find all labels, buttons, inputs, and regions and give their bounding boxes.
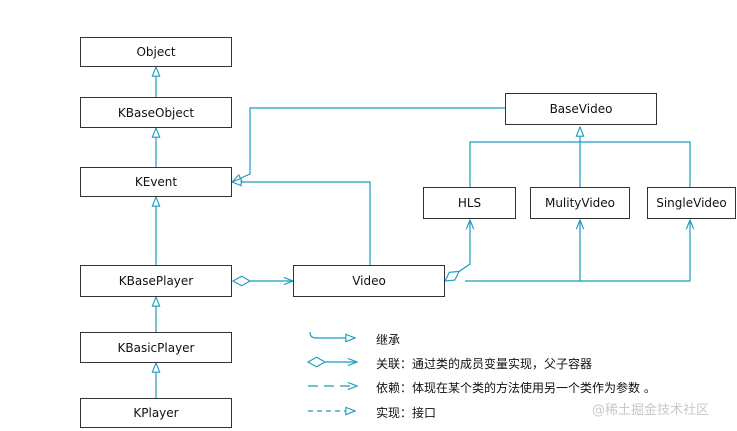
legend-inheritance-line xyxy=(309,331,355,338)
class-mulityvideo: MulityVideo xyxy=(530,187,630,219)
class-video: Video xyxy=(293,265,445,297)
class-hls: HLS xyxy=(423,187,516,219)
edge-video-singlevideo xyxy=(580,220,690,282)
edge-hls-basevideo xyxy=(469,141,580,187)
legend-realization-label: 实现：接口 xyxy=(376,406,437,420)
class-kbaseobject: KBaseObject xyxy=(80,97,232,128)
class-object: Object xyxy=(80,37,232,67)
class-basevideo: BaseVideo xyxy=(505,93,657,125)
class-kevent: KEvent xyxy=(80,167,232,197)
watermark: @稀土掘金技术社区 xyxy=(592,403,710,418)
class-kbasicplayer: KBasicPlayer xyxy=(80,332,232,363)
edge-basevideo-kevent xyxy=(232,107,505,182)
edge-video-mulityvideo xyxy=(465,220,580,282)
legend-association-label: 关联：通过类的成员变量实现，父子容器 xyxy=(376,357,593,371)
class-kbaseplayer: KBasePlayer xyxy=(80,265,232,297)
class-kplayer: KPlayer xyxy=(80,398,232,428)
class-singlevideo: SingleVideo xyxy=(647,187,736,219)
legend-inheritance-label: 继承 xyxy=(376,333,401,347)
legend-dependency-label: 依赖：体现在某个类的方法使用另一个类作为参数 。 xyxy=(376,381,656,395)
edge-video-hls xyxy=(445,220,470,281)
edge-singlevideo-basevideo xyxy=(580,141,691,187)
edge-video-kevent xyxy=(232,182,371,265)
